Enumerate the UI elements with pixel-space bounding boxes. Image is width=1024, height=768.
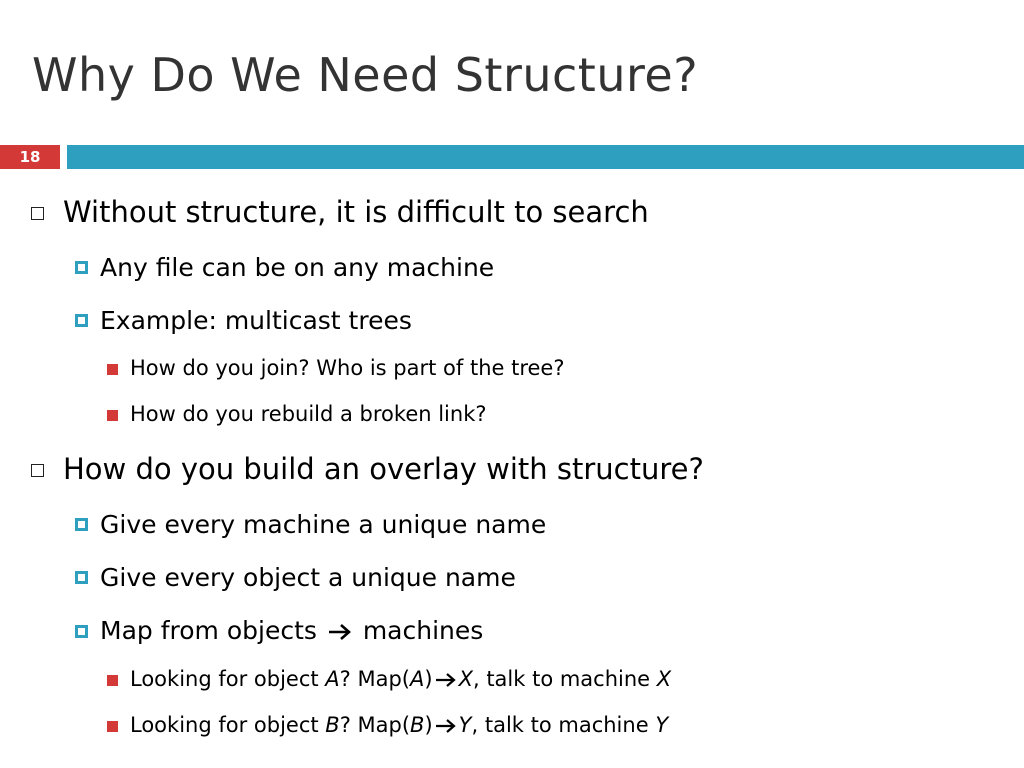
bullet-how-join: How do you join? Who is part of the tree… (130, 356, 565, 380)
red-square-bullet-icon (107, 410, 118, 421)
lookup-b-var-1: B (325, 713, 340, 737)
right-arrow-icon (435, 719, 456, 733)
blue-square-bullet-icon (75, 625, 88, 638)
bullet-without-structure: Without structure, it is difficult to se… (63, 195, 649, 229)
right-arrow-icon (328, 624, 351, 640)
lookup-a-var-1: A (325, 667, 340, 691)
lookup-b-var-2: B (410, 713, 425, 737)
blue-square-bullet-icon (75, 571, 88, 584)
bullet-unique-machine: Give every machine a unique name (100, 510, 547, 539)
blue-square-bullet-icon (75, 314, 88, 327)
lookup-a-text-1: Looking for object (130, 667, 326, 691)
red-square-bullet-icon (107, 364, 118, 375)
lookup-a-var-3: X (458, 667, 473, 691)
title-accent-bar (67, 145, 1024, 169)
right-arrow-icon (435, 673, 456, 687)
blue-square-bullet-icon (75, 518, 88, 531)
bullet-build-overlay: How do you build an overlay with structu… (63, 452, 704, 486)
red-square-bullet-icon (107, 675, 118, 686)
lookup-a-text-3: ) (424, 667, 433, 691)
lookup-a-var-4: X (656, 667, 672, 691)
lookup-a-var-2: A (410, 667, 425, 691)
lookup-b-text-1: Looking for object (130, 713, 326, 737)
lookup-a-text-4: , talk to machine (472, 667, 657, 691)
bullet-multicast-trees: Example: multicast trees (100, 306, 412, 335)
blue-square-bullet-icon (75, 261, 88, 274)
lookup-b-text-3: ) (424, 713, 433, 737)
lookup-b-var-3: Y (458, 713, 472, 737)
bullet-lookup-a: Looking for object A? Map(A) X, talk to m… (130, 669, 671, 690)
hollow-square-icon (31, 207, 44, 220)
slide-title: Why Do We Need Structure? (32, 48, 699, 102)
lookup-b-text-4: , talk to machine (471, 713, 656, 737)
bullet-any-file: Any file can be on any machine (100, 253, 495, 282)
red-square-bullet-icon (107, 721, 118, 732)
bullet-unique-object: Give every object a unique name (100, 563, 516, 592)
map-machines-text: machines (362, 616, 484, 645)
lookup-a-text-2: ? Map( (339, 667, 410, 691)
lookup-b-var-4: Y (655, 713, 669, 737)
hollow-square-icon (31, 464, 44, 477)
bullet-rebuild-link: How do you rebuild a broken link? (130, 402, 487, 426)
bullet-lookup-b: Looking for object B? Map(B) Y, talk to m… (130, 715, 668, 736)
slide-number-badge: 18 (0, 145, 60, 169)
map-objects-text: Map from objects (100, 616, 317, 645)
lookup-b-text-2: ? Map( (339, 713, 411, 737)
bullet-map-objects: Map from objects machines (100, 618, 483, 643)
